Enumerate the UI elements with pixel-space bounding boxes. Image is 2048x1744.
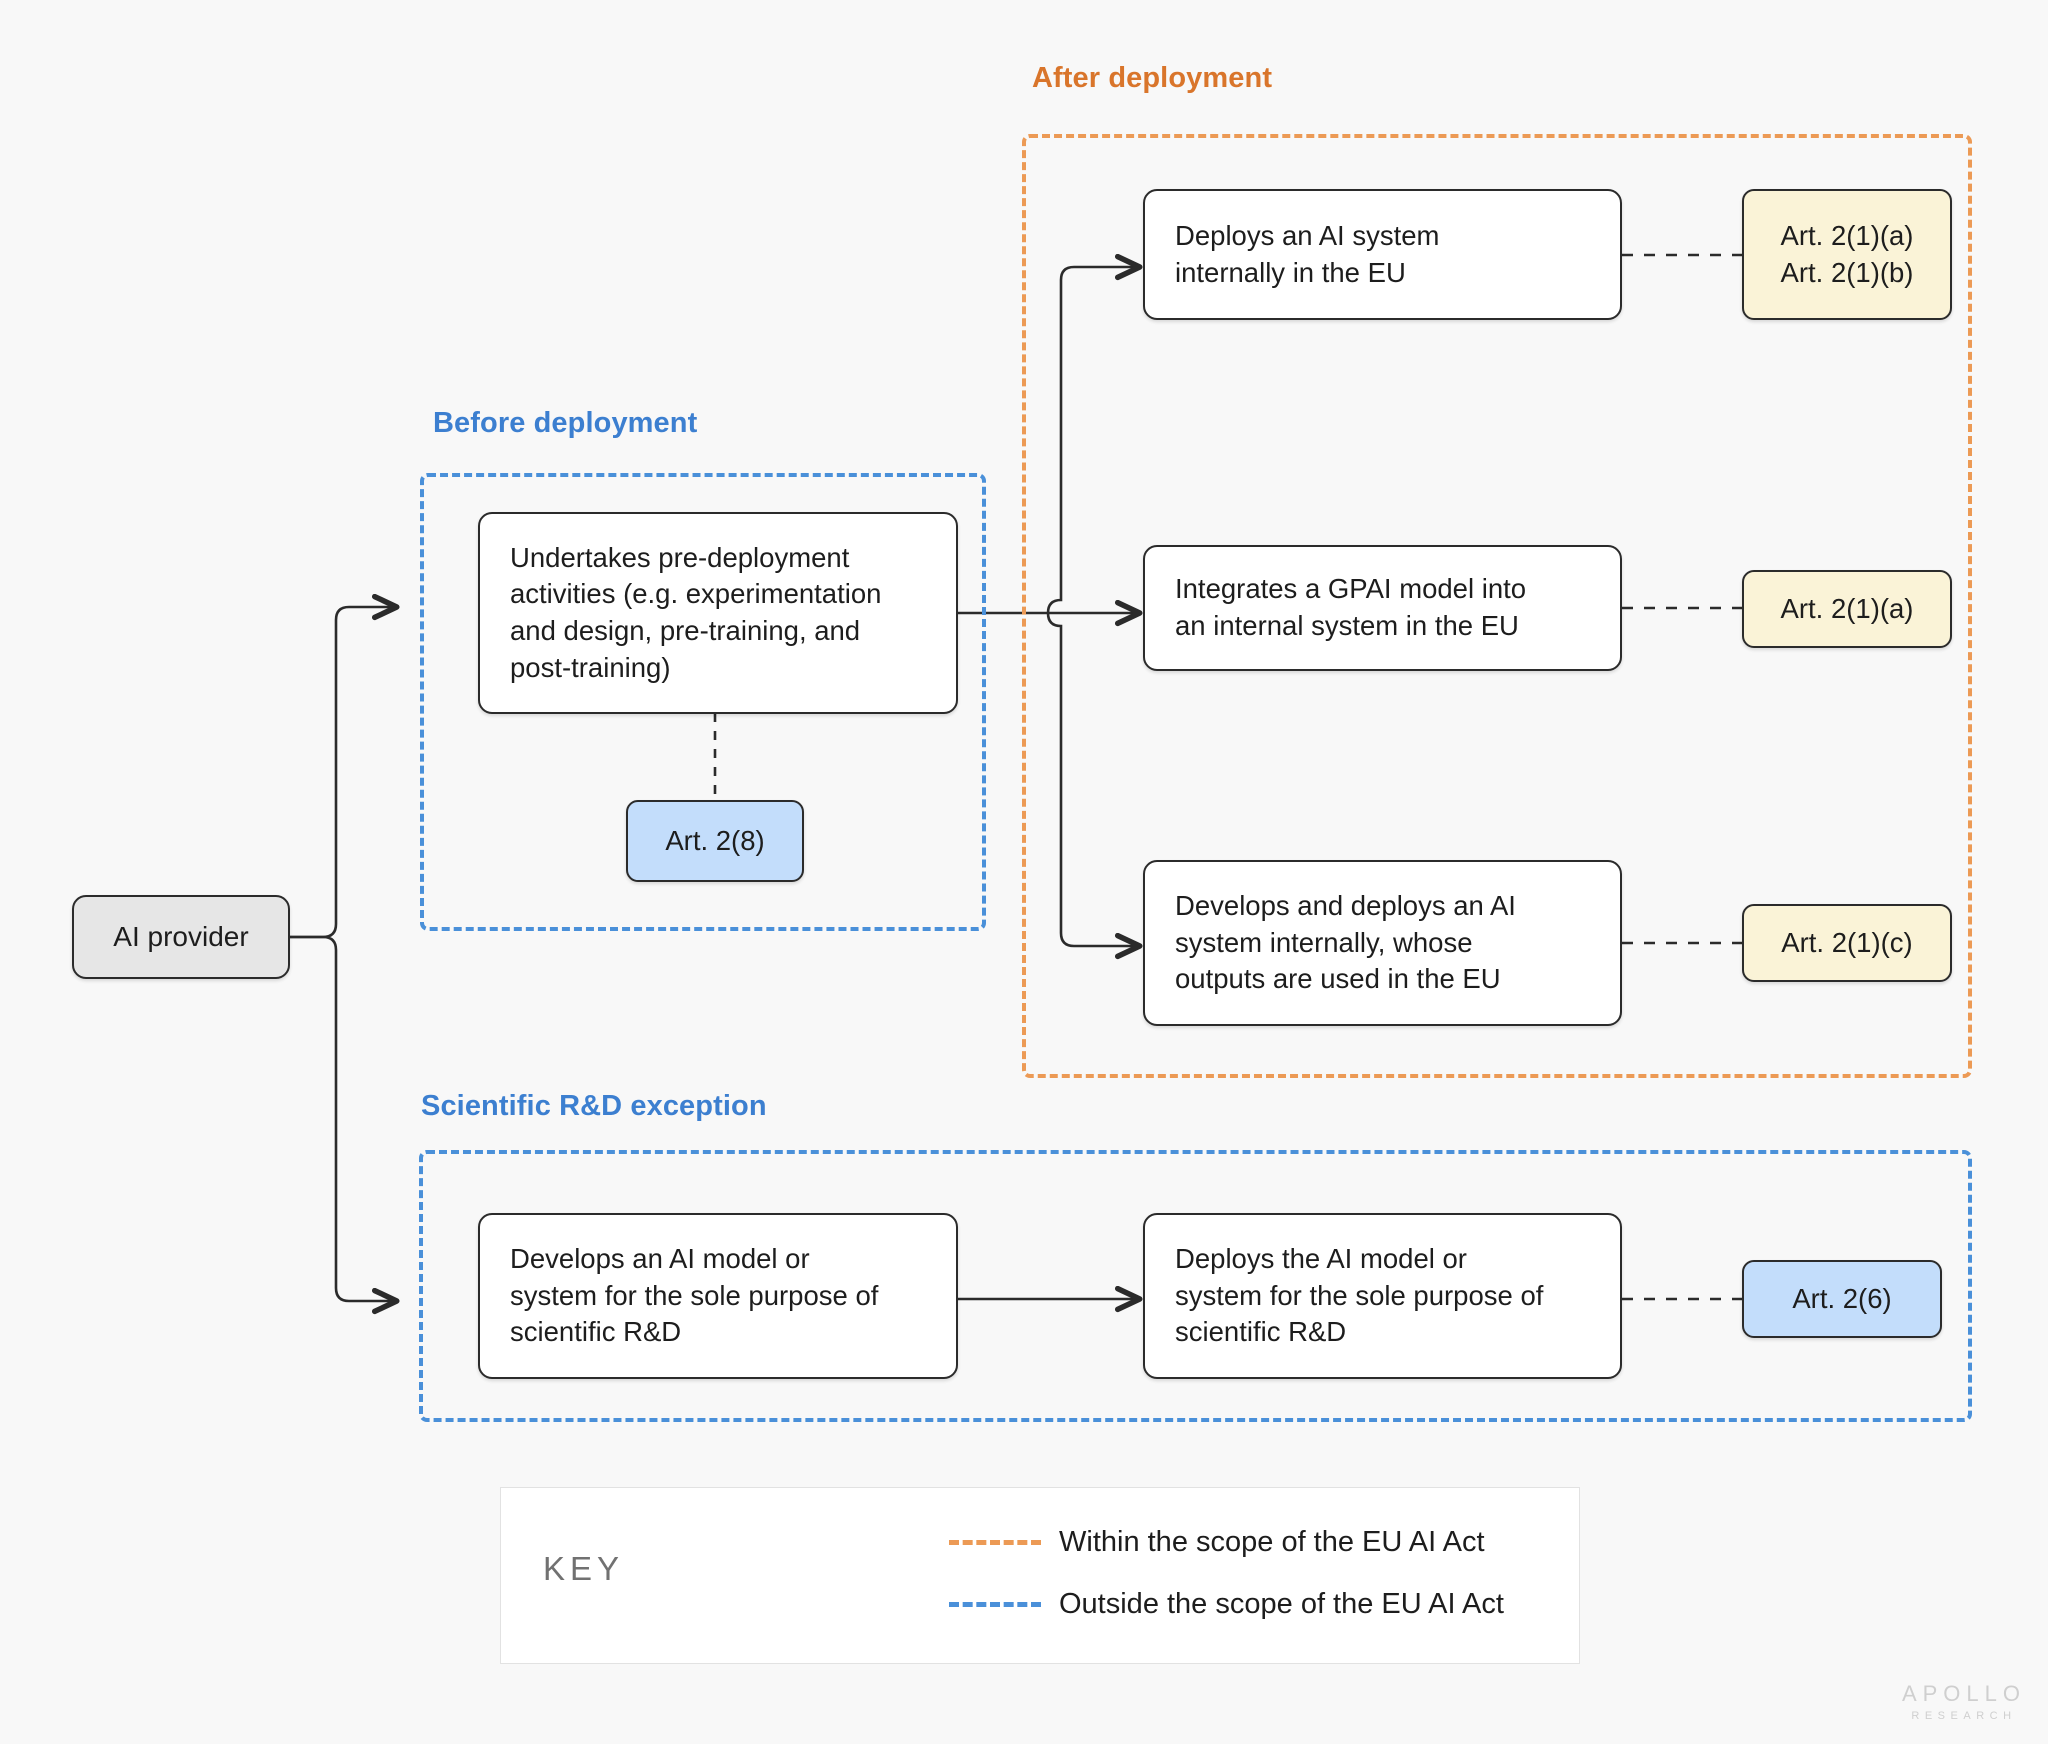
node-outputs-used-eu[interactable]: Develops and deploys an AI system intern… bbox=[1143, 860, 1622, 1026]
chip-art-2-1-ab-label: Art. 2(1)(a) Art. 2(1)(b) bbox=[1780, 219, 1914, 288]
node-integrates-gpai-label: Integrates a GPAI model into an internal… bbox=[1175, 573, 1527, 641]
node-pre-deployment-activities[interactable]: Undertakes pre-deployment activities (e.… bbox=[478, 512, 958, 714]
logo-line-research: RESEARCH bbox=[1911, 1710, 2017, 1722]
key-dash-within-scope-icon bbox=[949, 1540, 1041, 1545]
node-deploys-internally-eu-label: Deploys an AI system internally in the E… bbox=[1175, 219, 1440, 288]
chip-art-2-1-c[interactable]: Art. 2(1)(c) bbox=[1742, 904, 1952, 982]
chip-art-2-1-ab[interactable]: Art. 2(1)(a) Art. 2(1)(b) bbox=[1742, 189, 1952, 320]
logo-line-apollo: APOLLO bbox=[1901, 1681, 2026, 1706]
node-ai-provider-label: AI provider bbox=[113, 921, 249, 953]
node-deploys-internally-eu[interactable]: Deploys an AI system internally in the E… bbox=[1143, 189, 1622, 320]
chip-art-2-8[interactable]: Art. 2(8) bbox=[626, 800, 804, 882]
key-entry-outside-scope: Outside the scope of the EU AI Act bbox=[949, 1588, 1504, 1621]
apollo-research-logo: APOLLO RESEARCH bbox=[1902, 1683, 2026, 1722]
scope-container-scientific-rd bbox=[419, 1150, 1972, 1422]
chip-art-2-8-label: Art. 2(8) bbox=[665, 824, 765, 856]
chip-art-2-6[interactable]: Art. 2(6) bbox=[1742, 1260, 1942, 1338]
scope-container-before-deployment bbox=[420, 473, 986, 931]
chip-art-2-1-c-label: Art. 2(1)(c) bbox=[1781, 926, 1913, 958]
key-panel: KEY Within the scope of the EU AI Act Ou… bbox=[500, 1487, 1580, 1664]
group-label-after-deployment: After deployment bbox=[1032, 62, 1273, 94]
chip-art-2-1-a[interactable]: Art. 2(1)(a) bbox=[1742, 570, 1952, 648]
group-label-before-deployment: Before deployment bbox=[433, 407, 698, 439]
node-deploys-rd[interactable]: Deploys the AI model or system for the s… bbox=[1143, 1213, 1622, 1379]
chip-art-2-6-label: Art. 2(6) bbox=[1792, 1282, 1892, 1314]
node-deploys-rd-label: Deploys the AI model or system for the s… bbox=[1175, 1243, 1544, 1348]
key-label-within-scope: Within the scope of the EU AI Act bbox=[1059, 1526, 1485, 1558]
node-develops-rd[interactable]: Develops an AI model or system for the s… bbox=[478, 1213, 958, 1379]
chip-art-2-1-a-label: Art. 2(1)(a) bbox=[1780, 592, 1914, 624]
node-ai-provider[interactable]: AI provider bbox=[72, 895, 290, 979]
node-integrates-gpai[interactable]: Integrates a GPAI model into an internal… bbox=[1143, 545, 1622, 671]
key-label-outside-scope: Outside the scope of the EU AI Act bbox=[1059, 1588, 1504, 1620]
group-label-scientific-rd: Scientific R&D exception bbox=[421, 1090, 767, 1122]
key-title: KEY bbox=[543, 1550, 625, 1587]
node-outputs-used-eu-label: Develops and deploys an AI system intern… bbox=[1175, 890, 1516, 995]
node-develops-rd-label: Develops an AI model or system for the s… bbox=[510, 1243, 879, 1348]
node-pre-deployment-activities-label: Undertakes pre-deployment activities (e.… bbox=[510, 541, 882, 683]
scope-container-after-deployment bbox=[1022, 134, 1972, 1078]
key-dash-outside-scope-icon bbox=[949, 1602, 1041, 1607]
key-entry-within-scope: Within the scope of the EU AI Act bbox=[949, 1526, 1485, 1559]
